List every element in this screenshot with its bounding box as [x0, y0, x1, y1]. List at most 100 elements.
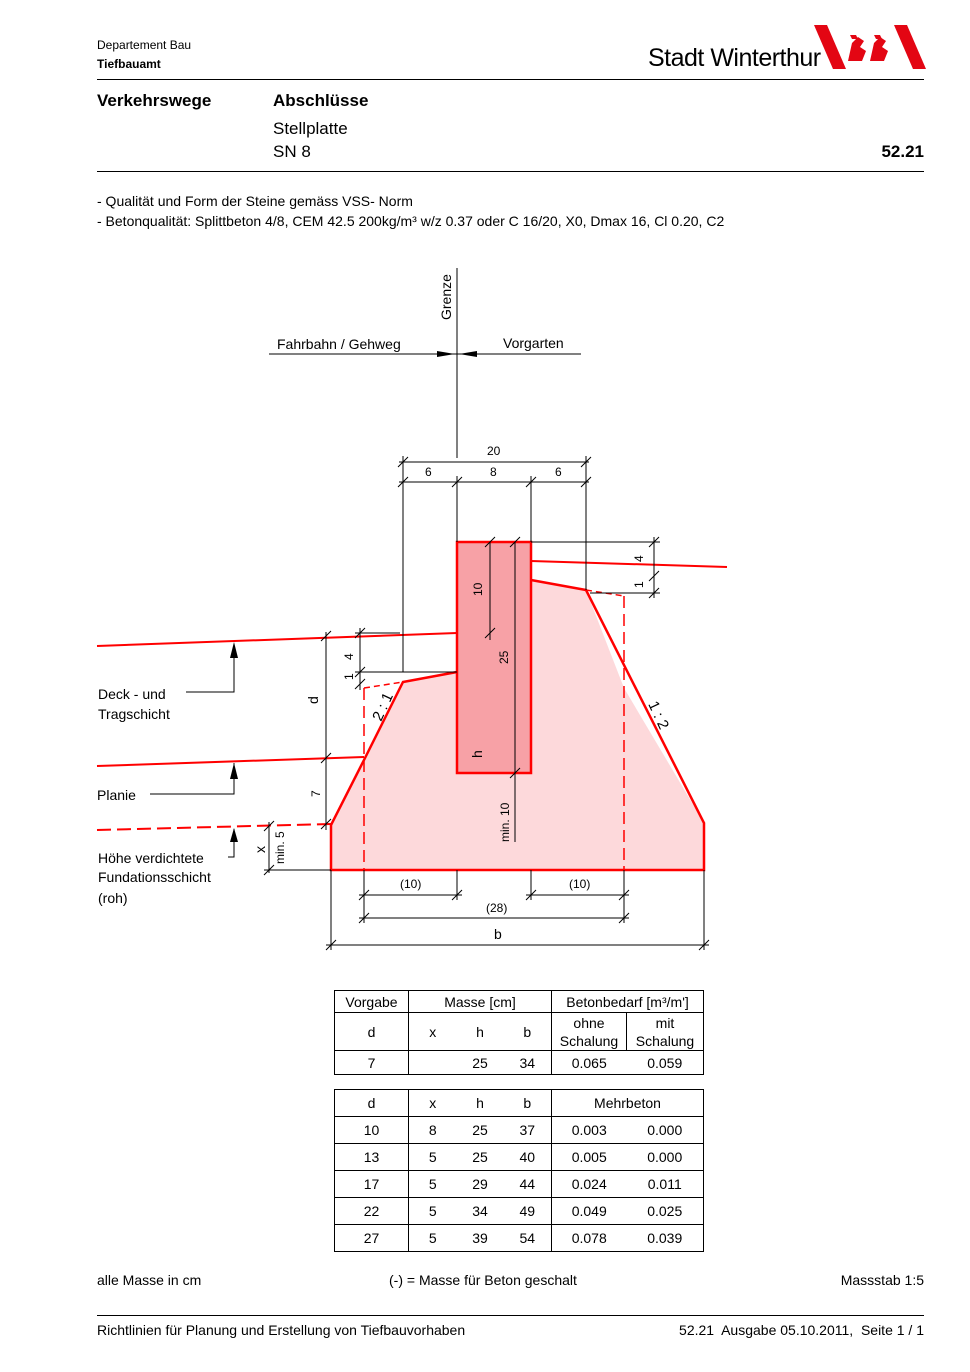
subheader-d: d [334, 1012, 409, 1051]
header-mehrbeton: Mehrbeton [551, 1089, 704, 1117]
dim-4-left: 4 [342, 653, 356, 660]
note-concrete: - Betonqualität: Splittbeton 4/8, CEM 42… [97, 213, 725, 229]
table-cell: 10 [334, 1116, 409, 1144]
foundation-line [96, 823, 332, 831]
d-label: d [305, 696, 321, 704]
table-cell: 5 [408, 1170, 457, 1198]
footer-units: alle Masse in cm [97, 1272, 202, 1288]
dim-6-right: 6 [555, 465, 562, 479]
table-cell: 0.000 [626, 1143, 704, 1171]
table-cell: 0.024 [551, 1170, 627, 1198]
footer-rule [97, 1315, 924, 1316]
planie-label: Planie [97, 787, 136, 803]
dim-20: 20 [487, 444, 501, 458]
table-cell: 5 [408, 1143, 457, 1171]
table-cell: 0.005 [551, 1143, 627, 1171]
subheader-x: x [408, 1012, 457, 1051]
min10-label: min. 10 [498, 802, 512, 842]
subheader-b: b [503, 1012, 552, 1051]
dim-10-left-bottom: (10) [400, 877, 421, 891]
h-label: h [469, 750, 485, 758]
x-label: x [252, 846, 268, 853]
sheet-title: Abschlüsse [273, 91, 369, 110]
table-cell: 34 [456, 1197, 504, 1225]
sheet-type: SN 8 [273, 142, 311, 161]
grenze-label: Grenze [438, 274, 454, 320]
table-cell: 27 [334, 1224, 409, 1252]
table-cell: 54 [503, 1224, 552, 1252]
table-cell: 5 [408, 1197, 457, 1225]
table-cell: 44 [503, 1170, 552, 1198]
footer-formwork-note: (-) = Masse für Beton geschalt [389, 1272, 577, 1288]
header-rule [97, 79, 924, 80]
vorgarten-label: Vorgarten [503, 335, 564, 351]
dim-1-right: 1 [632, 581, 646, 588]
hoehe-label-3: (roh) [98, 890, 128, 906]
header-x: x [408, 1089, 457, 1117]
table-cell: 40 [503, 1143, 552, 1171]
table-cell: 25 [456, 1143, 504, 1171]
table-cell: 22 [334, 1197, 409, 1225]
header-vorgabe: Vorgabe [334, 990, 409, 1013]
footer-scale: Massstab 1:5 [840, 1272, 924, 1288]
subheader-h: h [456, 1012, 504, 1051]
dim-8: 8 [490, 465, 497, 479]
dim-1-left: 1 [342, 673, 356, 680]
table-cell: 8 [408, 1116, 457, 1144]
table-cell: 13 [334, 1143, 409, 1171]
dim-28: (28) [486, 901, 507, 915]
b-label: b [494, 926, 502, 942]
table-cell: 17 [334, 1170, 409, 1198]
dim-6-left: 6 [425, 465, 432, 479]
winterthur-logo-icon [814, 25, 926, 69]
table-cell: 49 [503, 1197, 552, 1225]
cross-section-drawing: Grenze Fahrbahn / Gehweg Vorgarten 20 6 … [96, 268, 728, 951]
category-label: Verkehrswege [97, 91, 212, 110]
hoehe-label-2: Fundationsschicht [98, 869, 211, 885]
city-name: Stadt Winterthur [648, 44, 821, 72]
deck-label-1: Deck - und [98, 686, 166, 702]
deck-label-2: Tragschicht [98, 706, 170, 722]
table-cell: 0.039 [626, 1224, 704, 1252]
header-betonbedarf: Betonbedarf [m³/m'] [551, 990, 704, 1013]
footer-edition: 52.21 Ausgabe 05.10.2011, Seite 1 / 1 [679, 1322, 924, 1338]
table-cell: 0.049 [551, 1197, 627, 1225]
min5-label: min. 5 [273, 831, 287, 864]
table-cell: 25 [456, 1116, 504, 1144]
table-row: 7 25 34 0.065 0.059 [334, 1050, 704, 1075]
title-rule [97, 171, 924, 172]
seven-label: 7 [309, 790, 323, 797]
sheet-number: 52.21 [881, 142, 924, 161]
sheet-subtitle: Stellplatte [273, 119, 348, 138]
table-cell: 0.025 [626, 1197, 704, 1225]
department-name: Departement Bau [97, 38, 192, 52]
dim-25-stone: 25 [497, 650, 511, 664]
header-masse: Masse [cm] [408, 990, 552, 1013]
fahrbahn-label: Fahrbahn / Gehweg [277, 336, 401, 352]
header-d: d [334, 1089, 409, 1117]
hoehe-label-1: Höhe verdichtete [98, 850, 204, 866]
table-cell: 0.003 [551, 1116, 627, 1144]
curb-stone [455, 540, 533, 775]
note-quality: - Qualität und Form der Steine gemäss VS… [97, 193, 413, 209]
table-cell: 0.000 [626, 1116, 704, 1144]
planie-line [96, 756, 365, 767]
header-b: b [503, 1089, 552, 1117]
table-cell: 37 [503, 1116, 552, 1144]
surface-line-left [96, 632, 458, 647]
dim-4-right: 4 [632, 555, 646, 562]
surface-line-right [530, 560, 728, 568]
header-h: h [456, 1089, 504, 1117]
table-cell: 0.011 [626, 1170, 704, 1198]
footer-guidelines: Richtlinien für Planung und Erstellung v… [97, 1322, 466, 1338]
dim-10-stone: 10 [471, 582, 485, 596]
table-cell: 39 [456, 1224, 504, 1252]
